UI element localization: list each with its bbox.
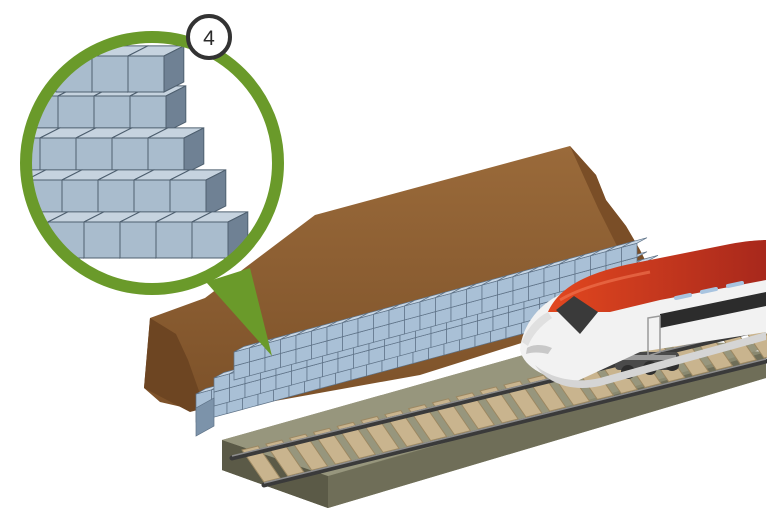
callout-number-label: 4 <box>203 27 215 50</box>
high-speed-train <box>520 240 766 388</box>
callout-number-badge: 4 <box>186 14 232 60</box>
callout-detail-circle <box>20 31 284 295</box>
railway-track <box>229 327 767 488</box>
callout-pointer <box>206 268 272 356</box>
callout-ring <box>20 31 284 295</box>
